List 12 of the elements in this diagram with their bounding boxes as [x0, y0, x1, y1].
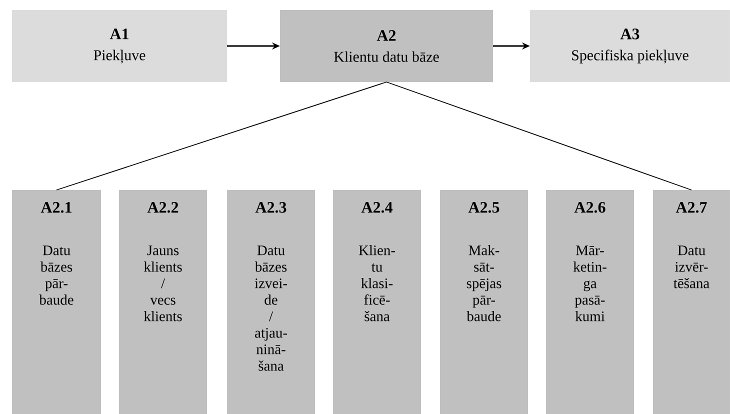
subprocess-box: A2.4 Klien- tu klasi- ficē- šana — [333, 190, 421, 414]
subprocess-box: A2.7 Datu izvēr- tēšana — [653, 190, 730, 414]
process-box: A1 Piekļuve — [12, 10, 227, 82]
connector-line — [56, 82, 387, 190]
process-box: A2 Klientu datu bāze — [280, 10, 493, 82]
subprocess-box: A2.3 Datu bāzes izvei- de / atjau- ninā- šana — [227, 190, 315, 414]
connector-line — [386, 82, 692, 190]
subprocess-box: A2.6 Mār- ketin- ga pasā- kumi — [546, 190, 634, 414]
process-box: A3 Specifiska piekļuve — [530, 10, 730, 82]
subprocess-box: A2.2 Jauns klients / vecs klients — [119, 190, 207, 414]
subprocess-box: A2.5 Mak- sāt- spējas pār- baude — [440, 190, 528, 414]
subprocess-box: A2.1 Datu bāzes pār- baude — [12, 190, 101, 414]
